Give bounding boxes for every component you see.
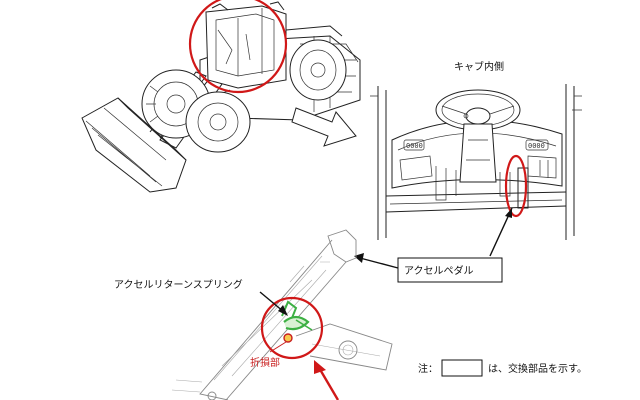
right-gauge-marks: 0000 [528, 142, 545, 150]
accel-pedal-callout: アクセルペダル [397, 257, 503, 283]
legend-swatch-box [441, 359, 483, 377]
pedal-assembly-illustration [171, 229, 393, 400]
loader-rear-wheel [185, 91, 251, 153]
damaged-spot [283, 333, 293, 343]
return-spring [281, 300, 313, 343]
legend-note: 注： は、交換部品を示す。 [418, 359, 587, 377]
loader-back-wheel [289, 39, 347, 101]
damage-pointer-arrow [316, 365, 340, 400]
wheel-loader-illustration [81, 0, 361, 193]
spring-highlight-circle [260, 296, 324, 360]
pedal-highlight-ellipse [504, 154, 528, 218]
damaged-part-label: 折損部 [250, 356, 280, 369]
accel-pedal-label: アクセルペダル [404, 264, 474, 277]
cab-interior-illustration: キャブ内側 0000 0000 [370, 60, 582, 240]
left-gauge-marks: 0000 [406, 142, 423, 150]
cab-zoom-arrow [291, 107, 357, 147]
cab-floor [385, 166, 567, 213]
note-prefix: 注： [418, 362, 438, 375]
cab-highlight-circle [188, 0, 288, 94]
assembly-leader-line [359, 257, 399, 269]
damage-leader-line [269, 341, 287, 353]
loader-bucket [81, 97, 187, 193]
note-suffix: は、交換部品を示す。 [488, 362, 587, 375]
return-spring-label: アクセルリターンスプリング [114, 278, 243, 291]
cab-inside-label: キャブ内側 [454, 60, 504, 73]
loader-cab [205, 1, 287, 89]
steering-wheel [435, 89, 521, 131]
